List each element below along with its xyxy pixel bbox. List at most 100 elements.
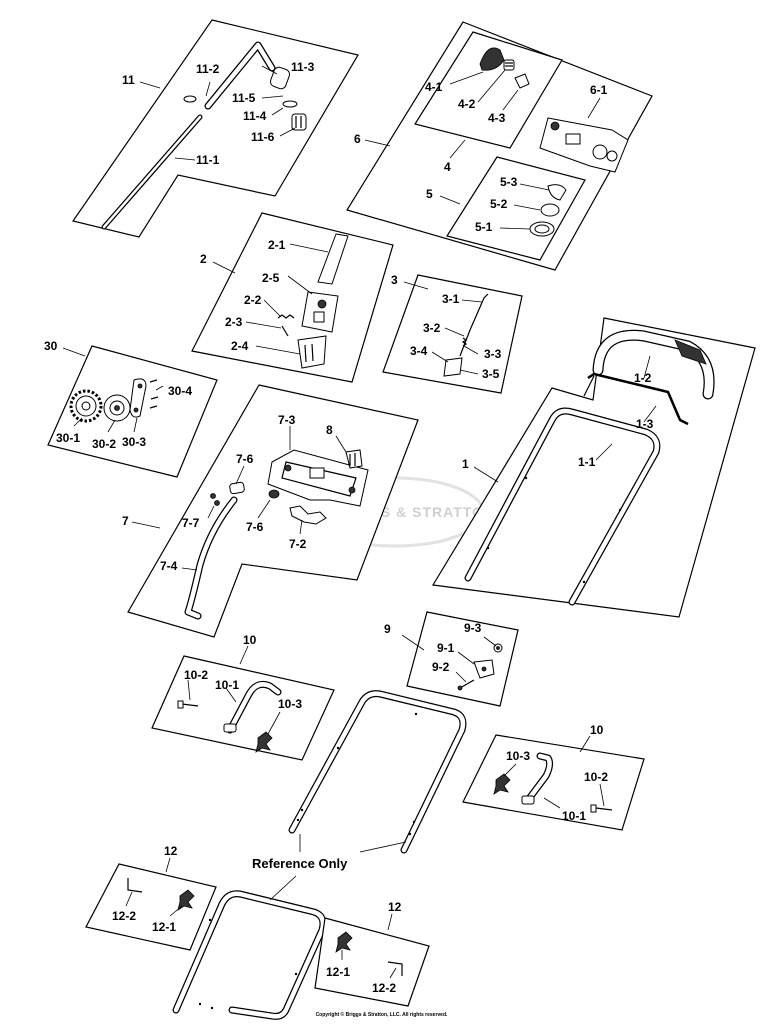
- label-3-1: 3-1: [442, 292, 460, 306]
- label-4-1: 4-1: [425, 80, 443, 94]
- label-11-3: 11-3: [291, 60, 315, 74]
- label-3-2: 3-2: [423, 321, 441, 335]
- label-12-2-left: 12-2: [112, 909, 136, 923]
- arm-10-1-left: [223, 680, 282, 734]
- label-6: 6: [354, 132, 361, 146]
- group-12-left: 12 12-2 12-1: [85, 844, 217, 951]
- bracket-2-1: [317, 233, 349, 285]
- label-1: 1: [462, 457, 469, 471]
- label-6-1: 6-1: [590, 83, 608, 97]
- label-4-3: 4-3: [488, 111, 506, 125]
- deck-7-3: [267, 449, 369, 507]
- label-9-3: 9-3: [464, 621, 482, 635]
- label-11-5: 11-5: [232, 91, 256, 105]
- grip-1-2: [592, 329, 715, 400]
- screw-7-7: [210, 493, 220, 506]
- label-1-2: 1-2: [634, 371, 652, 385]
- label-11-1: 11-1: [196, 153, 220, 167]
- group-7: 7 7-3 8 7-6: [122, 384, 419, 638]
- label-10-left: 10: [243, 633, 257, 647]
- label-3-3: 3-3: [484, 347, 502, 361]
- washer-7-6b: [268, 489, 280, 499]
- group-30: 30 30-4 30-1 30-2 30-3: [44, 339, 218, 478]
- label-7-7: 7-7: [182, 516, 200, 530]
- label-5: 5: [426, 187, 433, 201]
- arm-10-1-right: [521, 752, 554, 805]
- cap-5-3: [547, 184, 567, 201]
- label-11-2: 11-2: [196, 62, 220, 76]
- label-12-right: 12: [388, 900, 402, 914]
- knob-10-3-right: [493, 773, 511, 795]
- label-7-6b: 7-6: [246, 520, 264, 534]
- bushing-7-6a: [229, 481, 245, 495]
- label-2-5: 2-5: [262, 271, 280, 285]
- bracket-9-1: [473, 659, 495, 679]
- label-9: 9: [384, 622, 391, 636]
- handle-1-1: [464, 407, 661, 606]
- copyright-notice: Copyright © Briggs & Stratton, LLC. All …: [315, 1012, 448, 1018]
- panel-10-right: [462, 734, 645, 831]
- clip-12-2-right: [387, 961, 403, 976]
- lower-frame: [172, 875, 327, 1020]
- reference-handle: Reference Only: [252, 690, 467, 871]
- oring-11-5: [282, 100, 298, 108]
- group-10-right: 10 10-3 10-1 10-2: [462, 723, 645, 831]
- cap-4-3: [514, 73, 530, 89]
- label-1-3: 1-3: [636, 417, 654, 431]
- label-11: 11: [122, 73, 135, 87]
- group-9: 9 9-3 9-1 9-2: [384, 611, 519, 707]
- panel-9: [406, 611, 519, 707]
- label-30: 30: [44, 339, 58, 353]
- label-7-3: 7-3: [278, 413, 296, 427]
- knob-12-1-left: [177, 889, 195, 911]
- ring-5-2: [540, 203, 560, 217]
- label-10-2-right: 10-2: [584, 770, 608, 784]
- label-30-1: 30-1: [56, 431, 80, 445]
- nut-11-6: [291, 113, 307, 131]
- bracket-7-2: [289, 505, 327, 525]
- label-7-2: 7-2: [289, 537, 307, 551]
- label-30-4: 30-4: [168, 384, 192, 398]
- label-3-4: 3-4: [410, 344, 428, 358]
- label-2-2: 2-2: [244, 293, 262, 307]
- gear-30-2: [103, 394, 131, 422]
- label-30-3: 30-3: [122, 435, 146, 449]
- label-12-2-right: 12-2: [372, 981, 396, 995]
- label-2-1: 2-1: [268, 238, 286, 252]
- bolt-10-2-right: [590, 804, 613, 813]
- panel-3: [382, 274, 523, 394]
- clip-12-2-left: [127, 878, 143, 893]
- pawl-30-3: [129, 378, 147, 418]
- lock-2-5: [301, 291, 339, 333]
- plate-2-4: [297, 335, 327, 369]
- label-5-3: 5-3: [500, 175, 518, 189]
- label-4-2: 4-2: [458, 97, 476, 111]
- shaft-11-1: [101, 41, 276, 230]
- panel-12-left: [85, 863, 217, 951]
- pin-2-3: [281, 325, 289, 337]
- label-11-4: 11-4: [243, 109, 267, 123]
- group-2: 2 2-1 2-5 2-2 2-3 2-4: [191, 212, 394, 383]
- label-3-5: 3-5: [482, 367, 500, 381]
- label-7-6a: 7-6: [236, 452, 254, 466]
- rod-7-4: [184, 496, 238, 620]
- label-12-1-right: 12-1: [326, 965, 350, 979]
- label-8: 8: [326, 423, 333, 437]
- label-5-2: 5-2: [490, 197, 508, 211]
- housing-6-1: [539, 117, 629, 173]
- group-10-left: 10 10-2 10-1 10-3: [151, 633, 335, 761]
- label-12-1-left: 12-1: [152, 920, 176, 934]
- label-30-2: 30-2: [92, 437, 116, 451]
- label-1-1: 1-1: [578, 455, 596, 469]
- label-2-4: 2-4: [231, 339, 249, 353]
- spring-3-2: [461, 337, 468, 347]
- label-10-1-left: 10-1: [215, 678, 239, 692]
- label-5-1: 5-1: [475, 220, 493, 234]
- group-3: 3 3-1 3-2 3-3 3-4 3-5: [382, 273, 523, 394]
- bail-1-3: [583, 372, 689, 426]
- panel-1: [432, 317, 756, 618]
- label-10-3-right: 10-3: [506, 749, 530, 763]
- bearing-5-1: [529, 221, 555, 237]
- bracket-3-4: [443, 357, 463, 377]
